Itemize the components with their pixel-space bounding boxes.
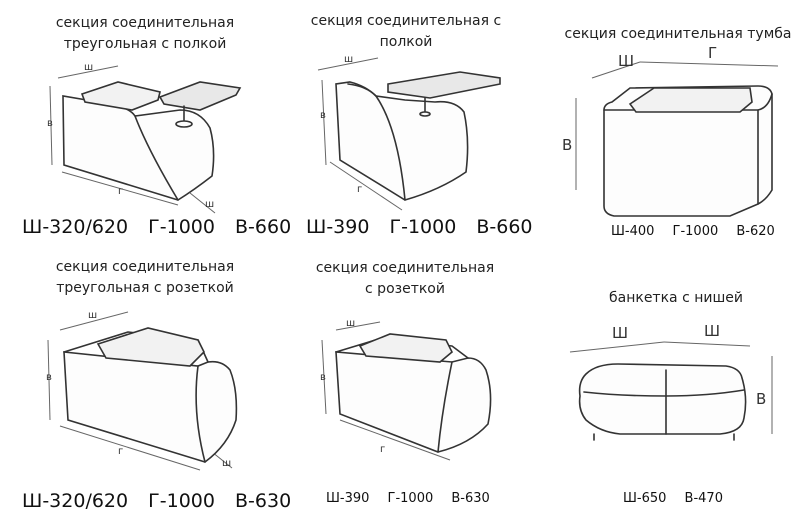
item-6-title-line1: банкетка с нишей — [609, 290, 743, 306]
item-3-dims: Ш-400 Г-1000 В-620 — [611, 224, 789, 239]
item-6-height-label: В — [756, 390, 766, 408]
item-2-title: секция соединительная с полкой — [296, 11, 516, 53]
item-5-dim-width: Ш-390 — [326, 491, 370, 506]
item-3-title: секция соединительная тумба — [560, 24, 796, 45]
item-3-dim-height: В-620 — [736, 224, 775, 239]
item-2-depth-label: г — [357, 184, 362, 195]
item-3-height-label: В — [562, 136, 572, 154]
item-2-dims: Ш-390 Г-1000 В-660 — [306, 216, 547, 238]
item-1-width-label: ш — [84, 62, 93, 73]
item-4-dim-width: Ш-320/620 — [22, 490, 129, 512]
item-4-title: секция соединительная треугольная с розе… — [40, 257, 250, 299]
item-4-height-label: в — [46, 372, 52, 383]
item-3-top-cushion — [628, 87, 753, 113]
item-1-title-line2: треугольная с полкой — [63, 36, 227, 52]
item-5-title-line2: с розеткой — [365, 281, 445, 297]
item-1-body — [62, 95, 215, 201]
item-1-width2-label: ш — [205, 199, 214, 210]
item-2-title-line1: секция соединительная с — [310, 13, 502, 29]
item-4-depth-label: г — [118, 446, 123, 457]
item-3-width-label: Ш — [618, 52, 634, 70]
item-1-title: секция соединительная треугольная с полк… — [40, 13, 250, 55]
item-4-title-line2: треугольная с розеткой — [56, 280, 234, 296]
item-1-title-line1: секция соединительная — [55, 15, 235, 31]
item-3-dim-width: Ш-400 — [611, 224, 655, 239]
item-4-width-label: ш — [88, 310, 97, 321]
item-1-dims: Ш-320/620 Г-1000 В-660 — [22, 216, 305, 238]
item-4-dim-height: В-630 — [235, 490, 292, 512]
item-6-body — [578, 363, 747, 435]
item-3-depth-label: Г — [708, 44, 717, 62]
item-1-dim-depth: Г-1000 — [148, 216, 215, 238]
item-5-body — [335, 351, 492, 453]
item-1-cushion — [80, 81, 161, 111]
item-2-title-line2: полкой — [379, 34, 433, 50]
item-2-width-label: ш — [344, 54, 353, 65]
item-5-dim-depth: Г-1000 — [387, 491, 434, 506]
item-2-height-label: в — [320, 110, 326, 121]
item-6-dim-width: Ш-650 — [623, 491, 667, 506]
item-4-body — [63, 351, 238, 463]
item-2-shelf — [387, 71, 501, 99]
item-3-dim-depth: Г-1000 — [672, 224, 719, 239]
item-5-dims: Ш-390 Г-1000 В-630 — [326, 491, 504, 506]
item-5-title-line1: секция соединительная — [315, 260, 495, 276]
item-5-dim-height: В-630 — [451, 491, 490, 506]
item-1-dim-height: В-660 — [235, 216, 292, 238]
item-2-dim-width: Ш-390 — [306, 216, 370, 238]
item-4-cushion — [96, 327, 205, 367]
item-2-dim-depth: Г-1000 — [389, 216, 457, 238]
item-5-title: секция соединительная с розеткой — [300, 258, 510, 300]
item-6-title: банкетка с нишей — [586, 288, 766, 309]
item-3-body — [603, 85, 773, 217]
item-2-dim-height: В-660 — [476, 216, 533, 238]
item-1-dim-width: Ш-320/620 — [22, 216, 129, 238]
item-6-dim-height: В-470 — [684, 491, 723, 506]
item-1-shelf — [158, 81, 242, 111]
item-6-dims: Ш-650 В-470 — [623, 491, 737, 506]
item-5-height-label: в — [320, 372, 326, 383]
item-3-title-line1: секция соединительная тумба — [564, 26, 792, 42]
item-1-depth-label: г — [118, 186, 123, 197]
item-4-dims: Ш-320/620 Г-1000 В-630 — [22, 490, 305, 512]
item-6-width1-label: Ш — [612, 324, 628, 342]
item-4-title-line1: секция соединительная — [55, 259, 235, 275]
item-4-width2-label: ш — [222, 458, 231, 469]
item-5-width-label: ш — [346, 318, 355, 329]
item-6-width2-label: Ш — [704, 322, 720, 340]
item-4-dim-depth: Г-1000 — [148, 490, 215, 512]
item-1-height-label: в — [47, 118, 53, 129]
item-5-depth-label: г — [380, 444, 385, 455]
item-5-cushion — [358, 333, 453, 363]
